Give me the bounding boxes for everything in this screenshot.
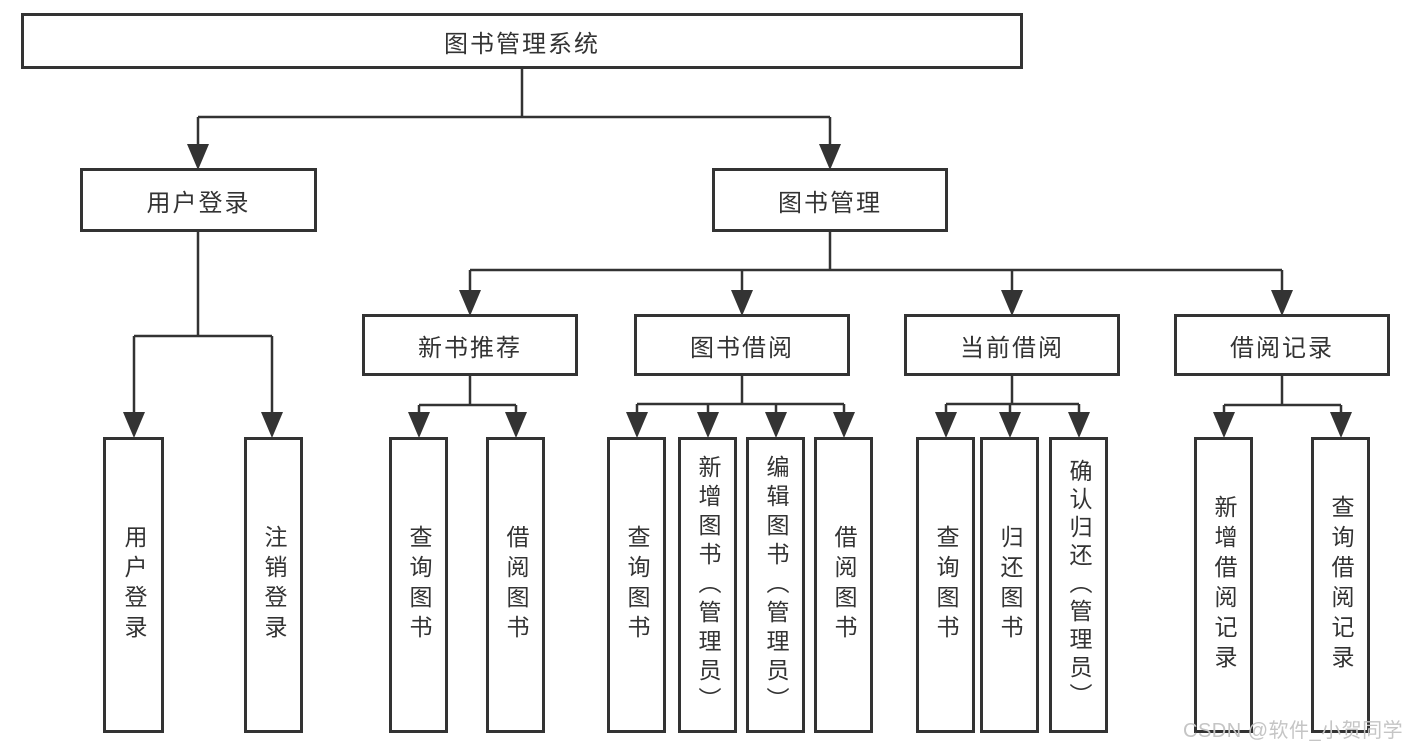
leaf-logout: 注销登录: [244, 437, 303, 733]
node-book-borrow: 图书借阅: [634, 314, 850, 376]
node-borrow-records: 借阅记录: [1174, 314, 1390, 376]
leaf-br-query-record: 查询借阅记录: [1311, 437, 1370, 733]
node-user-login: 用户登录: [80, 168, 317, 232]
leaf-user-login: 用户登录: [103, 437, 164, 733]
leaf-bb-query-books: 查询图书: [607, 437, 666, 733]
leaf-bb-edit-books: 编辑图书（管理员）: [746, 437, 805, 733]
leaf-br-add-record: 新增借阅记录: [1194, 437, 1253, 733]
leaf-cb-confirm-return: 确认归还（管理员）: [1049, 437, 1108, 733]
arrowhead-icons: [123, 144, 1352, 438]
leaf-cb-return-books: 归还图书: [980, 437, 1039, 733]
node-new-book-recommend: 新书推荐: [362, 314, 578, 376]
tree-edges: [132, 69, 1343, 414]
leaf-nbr-query-books: 查询图书: [389, 437, 448, 733]
leaf-nbr-borrow-books: 借阅图书: [486, 437, 545, 733]
leaf-bb-add-books: 新增图书（管理员）: [678, 437, 737, 733]
node-root: 图书管理系统: [21, 13, 1023, 69]
node-book-management: 图书管理: [712, 168, 948, 232]
leaf-bb-borrow-books: 借阅图书: [814, 437, 873, 733]
node-current-borrow: 当前借阅: [904, 314, 1120, 376]
leaf-cb-query-books: 查询图书: [916, 437, 975, 733]
watermark: CSDN @软件_小贺同学: [1183, 720, 1404, 742]
